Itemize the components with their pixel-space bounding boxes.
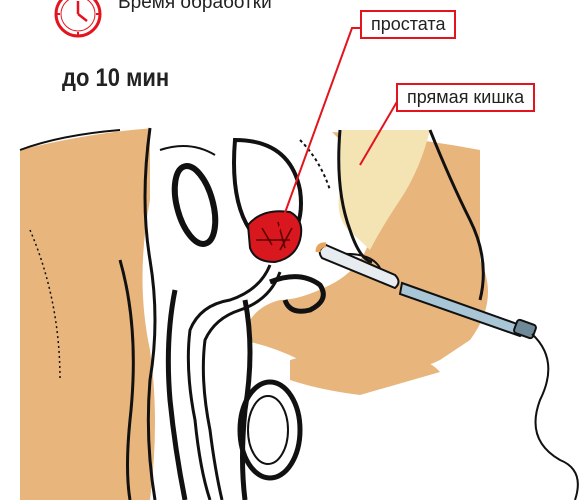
prostate-label: простата (360, 10, 456, 39)
rectum-label: прямая кишка (396, 83, 535, 112)
